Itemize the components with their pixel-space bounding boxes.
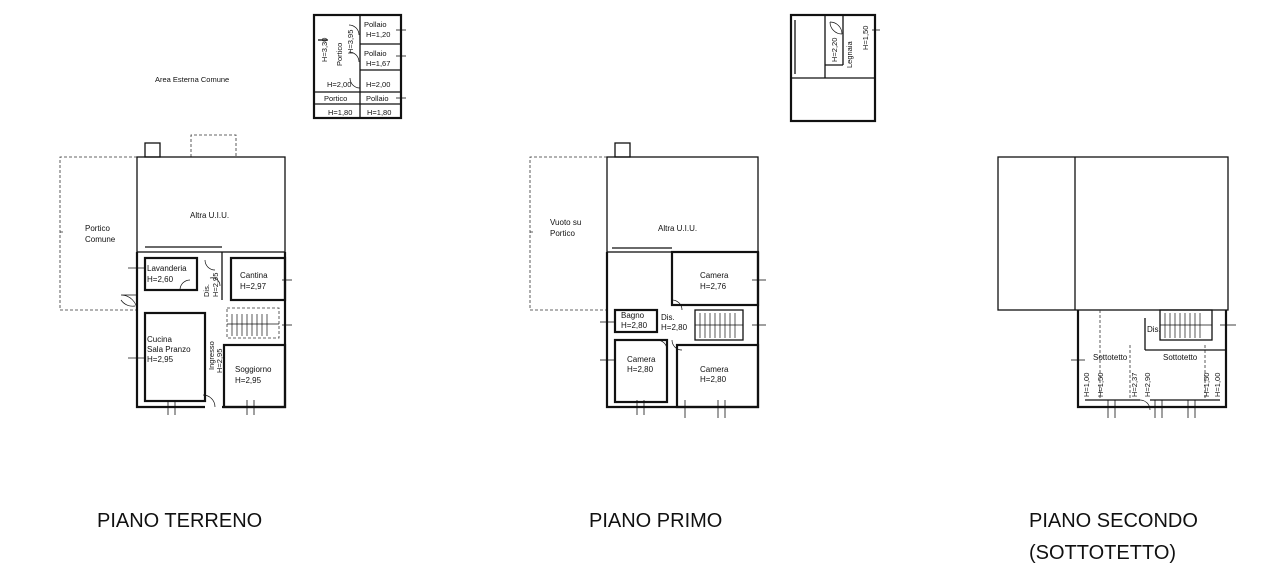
annex1-portico-label: Portico (335, 43, 344, 66)
title-piano-secondo: PIANO SECONDO (1029, 510, 1198, 532)
room-lavanderia: Lavanderia (147, 264, 187, 273)
title-piano-terreno: PIANO TERRENO (97, 510, 262, 532)
annex2-legnaia: Legnaia (845, 40, 854, 68)
ground-floor-plan (59, 134, 292, 415)
room-camera-2: Camera (627, 355, 656, 364)
room-lavanderia-height: H=2,60 (147, 275, 174, 284)
room-sottotetto-1: Sottotetto (1093, 353, 1128, 362)
room-cantina-height: H=2,97 (240, 282, 267, 291)
room-camera-1-height: H=2,76 (700, 282, 727, 291)
room-dis-ground-height: H=2,95 (211, 273, 220, 297)
room-camera-2-height: H=2,80 (627, 365, 654, 374)
annex1-pollaio-1: Pollaio (364, 20, 387, 29)
altra-uiu-label-first: Altra U.I.U. (658, 224, 697, 233)
annex2-height-150: H=1,50 (861, 26, 870, 50)
vuoto-su-portico-1: Vuoto su (550, 218, 581, 227)
second-height-290: H=2,90 (1143, 373, 1152, 397)
second-height-150-left: H=1,50 (1096, 373, 1105, 397)
room-ingresso-height: H=2,95 (215, 349, 224, 373)
room-dis-first-height: H=2,80 (661, 323, 688, 332)
portico-comune-label-1: Portico (85, 224, 110, 233)
room-soggiorno-height: H=2,95 (235, 376, 262, 385)
second-height-100-left: H=1,00 (1082, 373, 1091, 397)
area-esterna-comune: Area Esterna Comune (155, 75, 229, 84)
annex1-portico-2: Portico (324, 94, 347, 103)
annex1-height-180-right: H=1,80 (367, 108, 391, 117)
room-ingresso: Ingresso (207, 341, 216, 370)
title-piano-primo: PIANO PRIMO (589, 510, 722, 532)
annex1-portico-height-2: H=3,95 (346, 30, 355, 54)
room-camera-1: Camera (700, 271, 729, 280)
annex1-height-200-left: H=2,00 (327, 80, 351, 89)
annex1-pollaio-2-height: H=1,67 (366, 59, 390, 68)
room-soggiorno: Soggiorno (235, 365, 272, 374)
annex2-height-220: H=2,20 (830, 38, 839, 62)
second-height-150-right: H=1,50 (1202, 373, 1211, 397)
title-sottotetto: (SOTTOTETTO) (1029, 542, 1176, 564)
annex1-pollaio-2: Pollaio (364, 49, 387, 58)
room-cucina-height: H=2,95 (147, 355, 174, 364)
annex-legnaia (789, 13, 880, 123)
room-cucina: Cucina (147, 335, 172, 344)
room-camera-3: Camera (700, 365, 729, 374)
annex-portico-pollaio (312, 13, 406, 120)
second-floor-plan (997, 156, 1236, 418)
room-dis-second: Dis. (1147, 325, 1161, 334)
room-sottotetto-2: Sottotetto (1163, 353, 1198, 362)
second-height-100-right: H=1,00 (1213, 373, 1222, 397)
vuoto-su-portico-2: Portico (550, 229, 575, 238)
annex1-pollaio-1-height: H=1,20 (366, 30, 390, 39)
second-height-237: H=2,37 (1130, 373, 1139, 397)
annex1-height-200-right: H=2,00 (366, 80, 390, 89)
room-sala-pranzo: Sala Pranzo (147, 345, 191, 354)
room-camera-3-height: H=2,80 (700, 375, 727, 384)
room-dis-ground: Dis. (202, 284, 211, 297)
portico-comune-label-2: Comune (85, 235, 116, 244)
room-dis-first: Dis. (661, 313, 675, 322)
room-bagno-height: H=2,80 (621, 321, 648, 330)
first-floor-plan (529, 142, 766, 418)
annex1-height-180-left: H=1,80 (328, 108, 352, 117)
annex1-pollaio-3: Pollaio (366, 94, 389, 103)
annex1-portico-height: H=3,30 (320, 38, 329, 62)
room-cantina: Cantina (240, 271, 268, 280)
room-bagno: Bagno (621, 311, 645, 320)
altra-uiu-label-ground: Altra U.I.U. (190, 211, 229, 220)
